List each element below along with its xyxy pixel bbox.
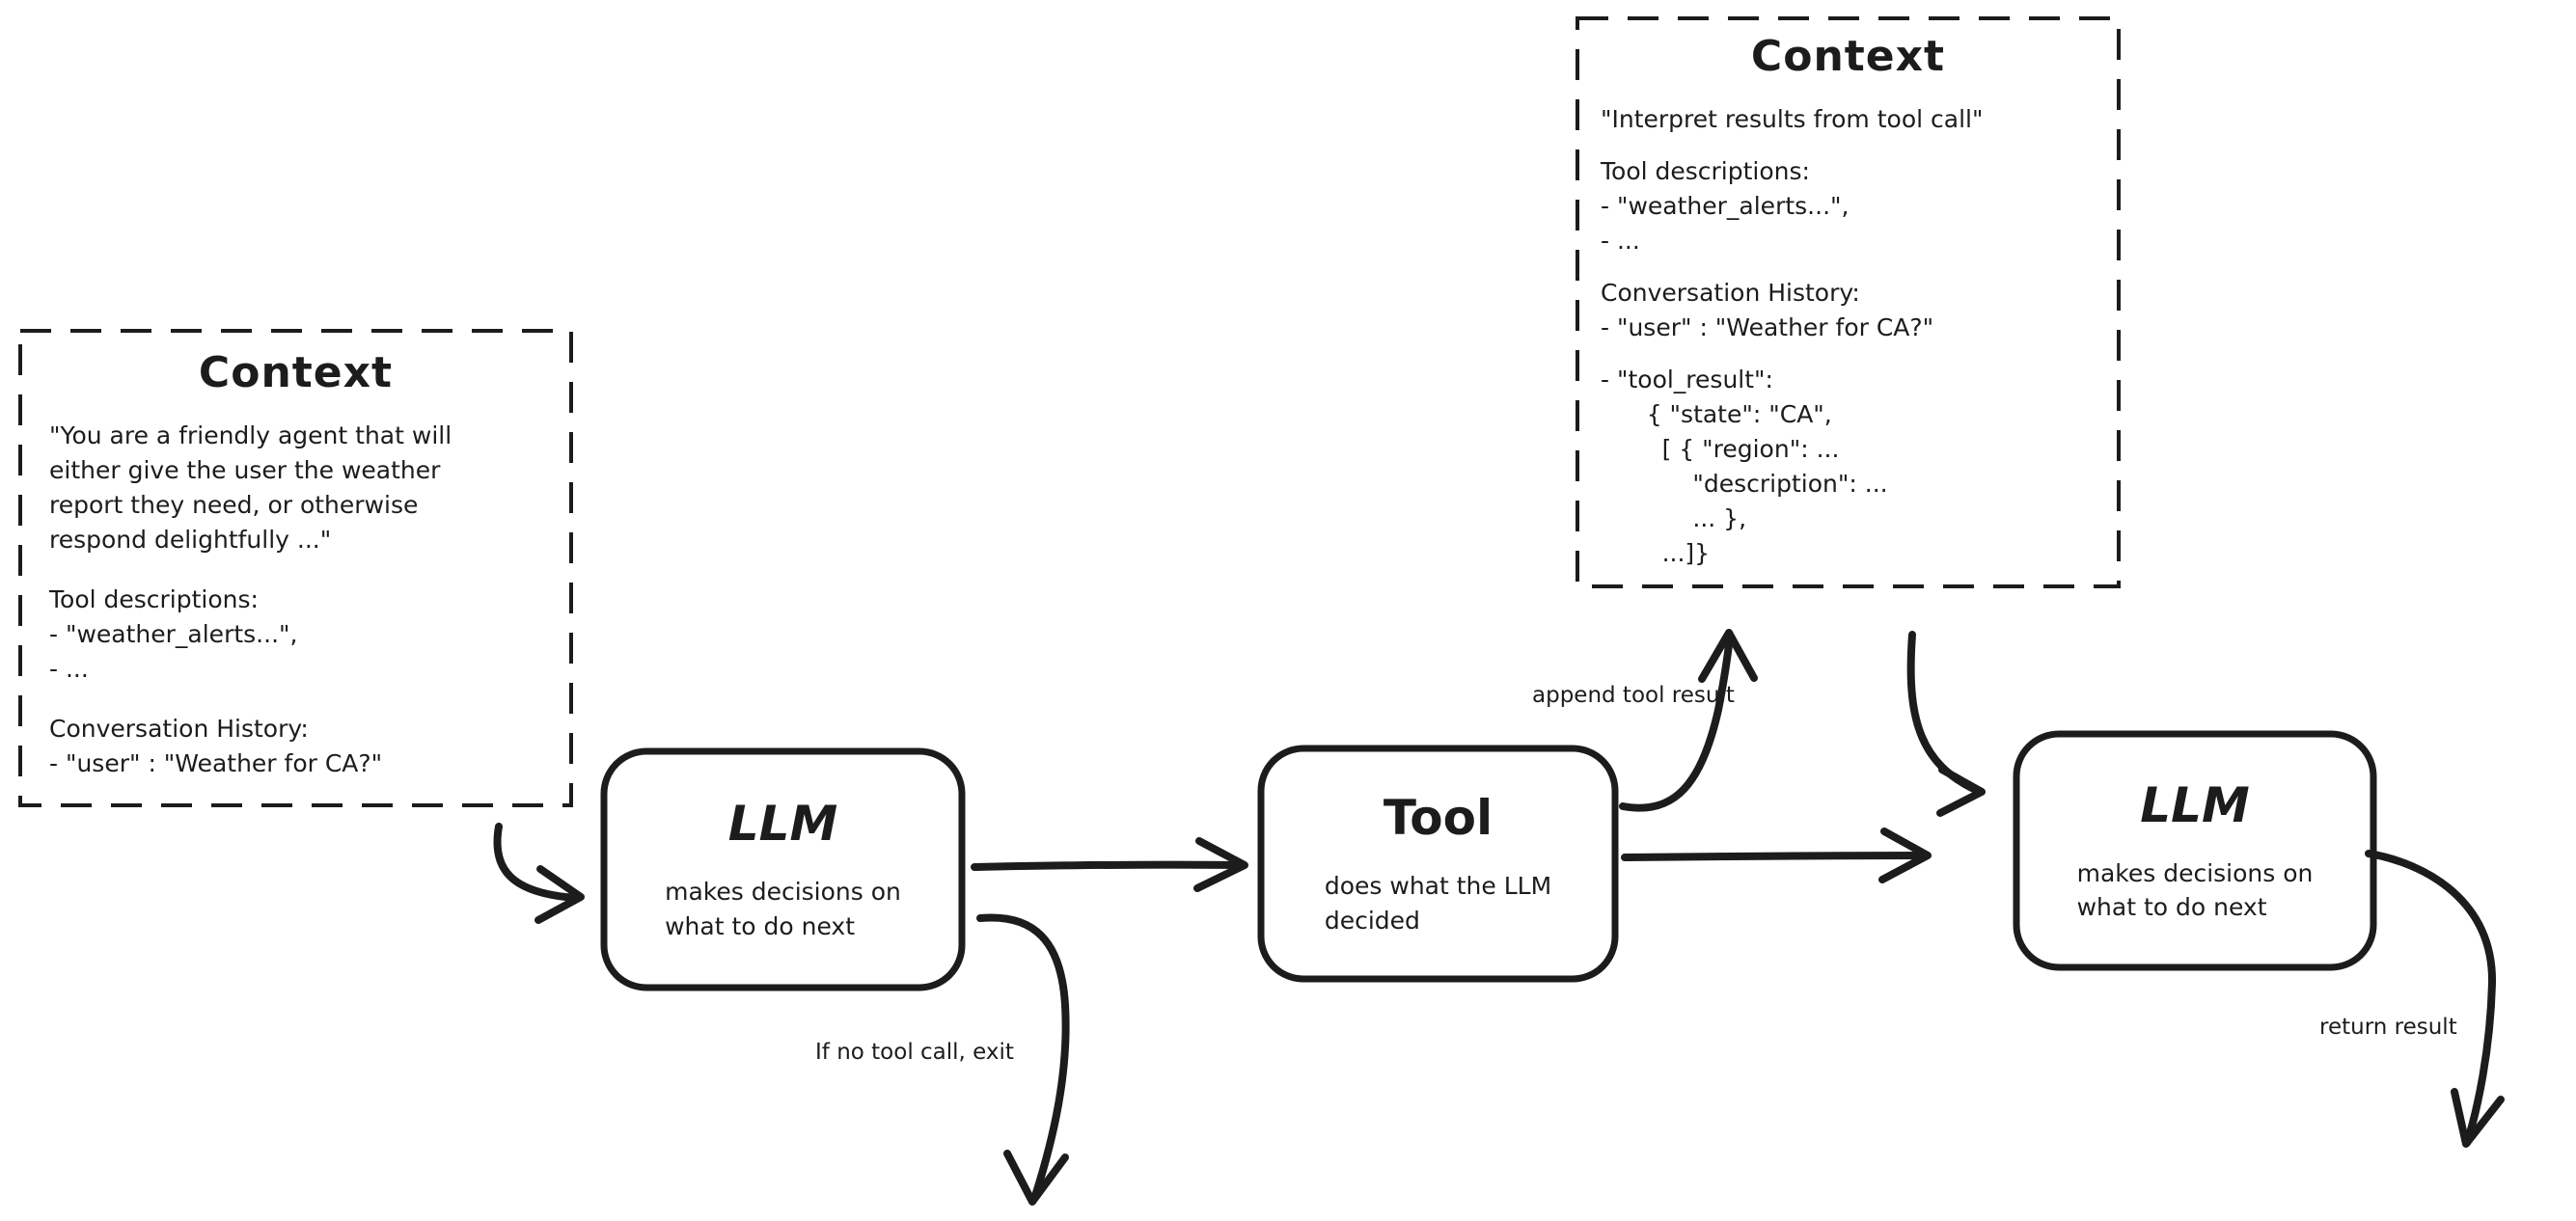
arrow-tool-to-llm2 <box>1621 828 1932 883</box>
arrow-context-top-to-llm2 <box>1906 631 1986 817</box>
arrow-llm2-return <box>2365 850 2505 1148</box>
context-top-box: Context "Interpret results from tool cal… <box>1577 18 2119 586</box>
llm2-node: LLM makes decisions on what to do next <box>2016 734 2373 967</box>
context-top-tool-descriptions: Tool descriptions: - "weather_alerts..."… <box>1601 157 1850 255</box>
context-top-box-border <box>1576 16 2121 588</box>
arrow-llm1-exit <box>976 913 1070 1206</box>
arrow-llm1-to-tool <box>971 837 1248 892</box>
context-top-instruction: "Interpret results from tool call" <box>1601 105 1984 133</box>
tool-node: Tool does what the LLM decided <box>1261 748 1615 979</box>
context-top-tool-result: - "tool_result": { "state": "CA", [ { "r… <box>1601 366 1888 567</box>
context-left-system-prompt: "You are a friendly agent that will eith… <box>49 421 452 554</box>
context-top-conversation-history: Conversation History: - "user" : "Weathe… <box>1601 279 1934 341</box>
context-top-title: Context <box>1750 32 1946 81</box>
llm1-subtitle: makes decisions on what to do next <box>665 878 901 940</box>
context-left-title: Context <box>198 348 394 397</box>
llm1-title: LLM <box>727 796 838 852</box>
llm2-title: LLM <box>2140 776 2250 833</box>
arrow-context-left-to-llm1 <box>493 823 585 924</box>
tool-title: Tool <box>1383 790 1494 846</box>
no-tool-call-exit-label: If no tool call, exit <box>815 1040 1014 1065</box>
context-left-box: Context "You are a friendly agent that w… <box>20 331 571 805</box>
tool-subtitle: does what the LLM decided <box>1324 872 1552 935</box>
llm1-box-border <box>600 747 966 991</box>
context-left-tool-descriptions: Tool descriptions: - "weather_alerts..."… <box>49 585 298 683</box>
context-left-conversation-history: Conversation History: - "user" : "Weathe… <box>49 715 383 777</box>
tool-box-border <box>1257 745 1619 983</box>
llm2-subtitle: makes decisions on what to do next <box>2076 858 2314 922</box>
context-left-box-border <box>18 329 573 807</box>
arrow-tool-to-context-top <box>1619 629 1758 812</box>
llm1-node: LLM makes decisions on what to do next <box>604 751 962 988</box>
append-tool-result-label: append tool result <box>1532 683 1735 708</box>
return-result-label: return result <box>2319 1015 2457 1040</box>
